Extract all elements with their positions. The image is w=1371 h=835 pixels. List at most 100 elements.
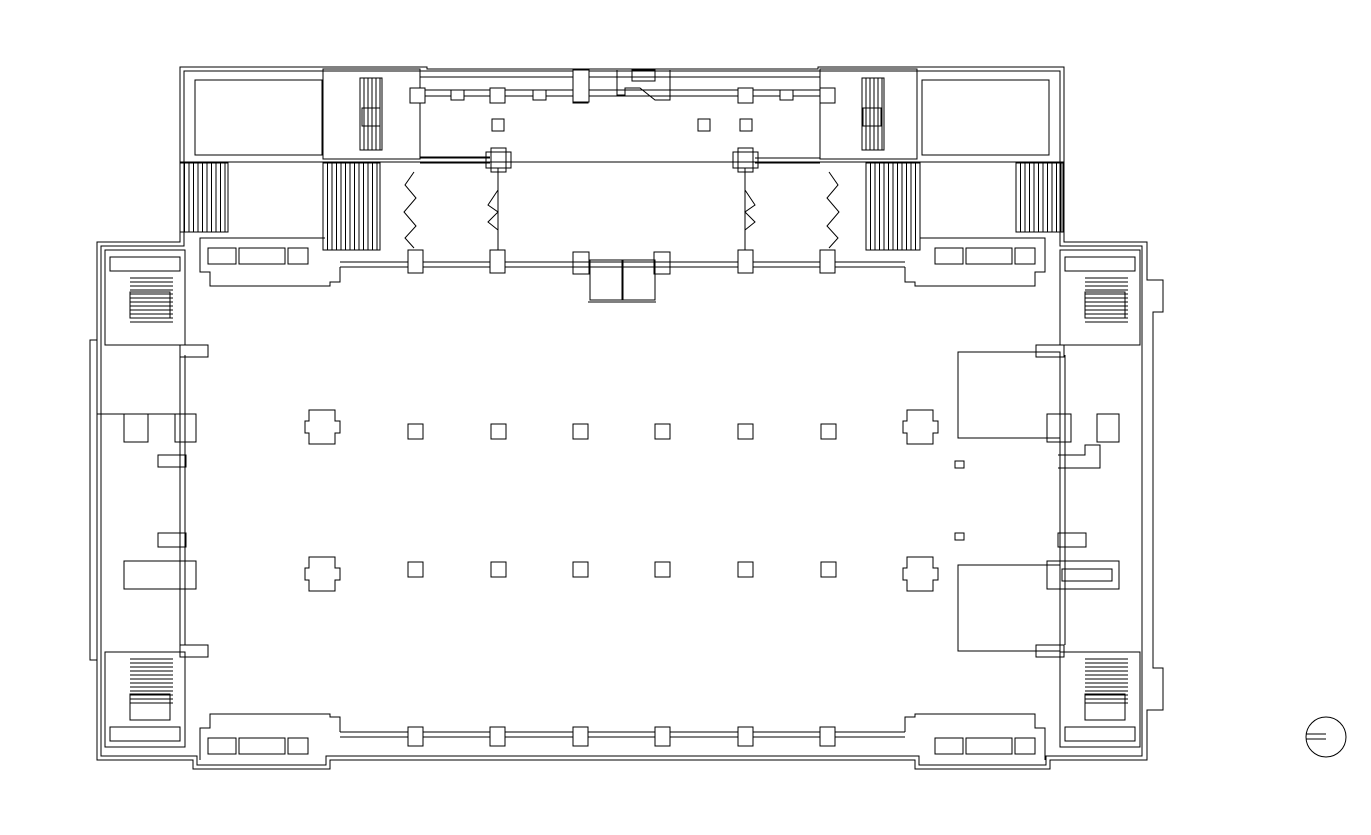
column: [407, 561, 424, 578]
hall-nw-corner: [199, 237, 341, 287]
wall-pier: [532, 89, 547, 101]
folding-door-2: [487, 189, 499, 231]
wall-pier: [489, 87, 506, 104]
wall-pier: [572, 726, 589, 747]
entry-door-left: [589, 259, 623, 301]
east-counter-inner: [1061, 568, 1113, 582]
wall-pier: [409, 87, 426, 104]
stair-unit: [104, 651, 186, 748]
ornate-column: [304, 409, 341, 445]
outer-wall-line: [89, 66, 1164, 770]
stair-tower-nw: [322, 68, 421, 160]
stair-unit: [104, 249, 186, 346]
column: [654, 561, 671, 578]
folding-door-4: [826, 171, 840, 249]
column: [739, 118, 753, 132]
exterior-walls: [89, 66, 1164, 770]
stair-core: [129, 693, 171, 721]
wall-pier: [489, 249, 506, 274]
entry-recess: [616, 70, 671, 101]
west-ledge-n: [179, 344, 209, 358]
column-cross-right-b: [737, 147, 754, 173]
column-cross-right: [732, 151, 759, 169]
folding-door-3: [744, 189, 756, 231]
stair-tower-ne: [819, 68, 918, 160]
column: [572, 423, 589, 440]
ornate-column: [902, 409, 939, 445]
stair-unit: [1059, 651, 1141, 748]
west-counter: [123, 560, 197, 590]
entry-door-frame-right: [653, 251, 671, 275]
stair-tread-outline: [322, 162, 381, 251]
main-hall: [123, 237, 1347, 760]
east-room-north: [957, 351, 1061, 439]
stair-tread-outline: [1015, 162, 1064, 233]
east-pier-1: [1046, 413, 1072, 443]
wall-pier: [654, 726, 671, 747]
bench: [287, 737, 309, 755]
bench: [1014, 737, 1036, 755]
east-ledge-s: [1035, 644, 1065, 658]
column: [572, 561, 589, 578]
folding-door-1: [403, 171, 417, 249]
entry-door-right: [622, 259, 656, 301]
column-cross-left-b: [490, 147, 507, 173]
column: [407, 423, 424, 440]
north-arrow-icon: [1305, 716, 1347, 758]
post-small: [954, 460, 965, 469]
bench: [287, 247, 309, 265]
stair-core-ne: [862, 107, 882, 127]
post-small: [954, 532, 965, 541]
planter-right: [921, 79, 1050, 156]
stair-tread-outline: [861, 77, 885, 151]
west-pier-2: [174, 413, 197, 443]
bench: [1014, 247, 1036, 265]
left-bay-wall: [97, 413, 181, 442]
wall-pier: [819, 87, 836, 104]
stair-core: [1084, 693, 1126, 721]
stair-unit: [1059, 249, 1141, 346]
stair-tread-outline: [179, 162, 229, 233]
bench: [965, 247, 1013, 265]
bench: [934, 737, 964, 755]
column: [490, 423, 507, 440]
hall-se-corner: [904, 713, 1046, 760]
column: [820, 561, 837, 578]
bench: [207, 737, 237, 755]
wall-pier: [407, 726, 424, 747]
landing: [109, 256, 181, 272]
east-ledge-n: [1035, 344, 1065, 358]
inner-wall-line: [100, 70, 1143, 766]
stair-tread-outline: [359, 77, 383, 151]
wall-pier: [737, 249, 754, 274]
wall-pier: [737, 726, 754, 747]
generated-elements: [104, 69, 1141, 755]
west-ledge-s: [179, 644, 209, 658]
bench: [238, 247, 286, 265]
hall-ne-corner: [904, 237, 1046, 287]
wall-pier: [450, 89, 465, 101]
bench: [934, 247, 964, 265]
landing: [1064, 256, 1136, 272]
east-pier-4: [1057, 532, 1087, 548]
wall-pier: [819, 249, 836, 274]
bench: [965, 737, 1013, 755]
column: [737, 423, 754, 440]
wall-pier: [737, 87, 754, 104]
wall-pier: [779, 89, 794, 101]
west-pier-3: [157, 454, 187, 468]
east-pier-3: [1058, 444, 1101, 469]
column: [491, 118, 505, 132]
column: [654, 423, 671, 440]
wall-pier: [407, 249, 424, 274]
ornate-column: [304, 556, 341, 592]
wall-pier: [819, 726, 836, 747]
column: [490, 561, 507, 578]
wall-pier: [572, 69, 590, 103]
landing: [109, 726, 181, 742]
column-cross-left: [485, 151, 512, 169]
column: [737, 561, 754, 578]
stair-core-nw: [361, 107, 381, 127]
column: [697, 118, 711, 132]
